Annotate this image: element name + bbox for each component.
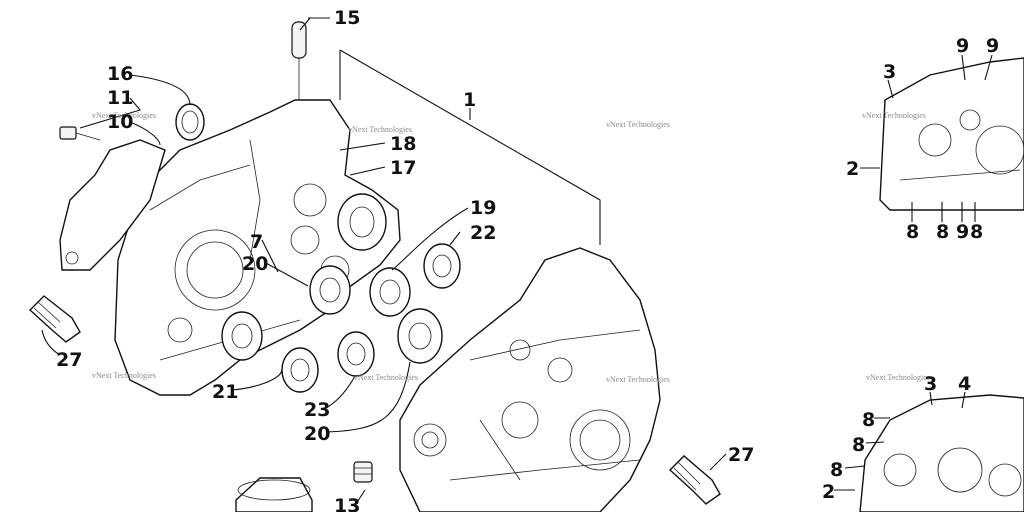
bearing-23 bbox=[281, 347, 319, 393]
callout-22: 22 bbox=[470, 222, 496, 244]
inset-bottom-right bbox=[859, 394, 1024, 512]
watermark: vNext Technologies bbox=[606, 375, 670, 384]
callout-18: 18 bbox=[390, 133, 416, 155]
callout-23: 23 bbox=[304, 399, 330, 421]
callout-3: 3 bbox=[883, 61, 896, 83]
callout-17: 17 bbox=[390, 157, 416, 179]
callout-15: 15 bbox=[334, 7, 360, 29]
callout-9: 9 bbox=[956, 35, 969, 57]
callout-8: 8 bbox=[936, 221, 949, 243]
bolt bbox=[59, 126, 101, 141]
left-crankcase-half bbox=[114, 99, 401, 396]
oil-seal bbox=[175, 103, 205, 141]
callout-8: 8 bbox=[830, 459, 843, 481]
watermark: vNext Technologies bbox=[92, 111, 156, 120]
bearing-20a bbox=[309, 265, 351, 315]
drain-plug-right bbox=[668, 455, 721, 505]
callout-27: 27 bbox=[56, 349, 82, 371]
watermark: vNext Technologies bbox=[606, 120, 670, 129]
callout-3: 3 bbox=[924, 373, 937, 395]
watermark: vNext Technologies bbox=[862, 111, 926, 120]
callout-20: 20 bbox=[304, 423, 330, 445]
dowel-pin bbox=[291, 21, 307, 100]
watermark: vNext Technologies bbox=[92, 371, 156, 380]
callout-8: 8 bbox=[906, 221, 919, 243]
bearing-22 bbox=[423, 243, 461, 289]
leader-lines bbox=[41, 17, 993, 508]
bearing-18 bbox=[337, 193, 387, 251]
right-crankcase-half bbox=[399, 247, 661, 512]
callout-21: 21 bbox=[212, 381, 238, 403]
callout-4: 4 bbox=[958, 373, 971, 395]
callout-9: 9 bbox=[956, 221, 969, 243]
callout-11: 11 bbox=[107, 87, 133, 109]
callout-8: 8 bbox=[970, 221, 983, 243]
callout-2: 2 bbox=[822, 481, 835, 503]
watermark: vNext Technologies bbox=[354, 373, 418, 382]
bearing-center bbox=[397, 308, 443, 364]
fitting bbox=[353, 461, 373, 483]
bearing-21 bbox=[221, 311, 263, 361]
callout-27: 27 bbox=[728, 444, 754, 466]
callout-20: 20 bbox=[242, 253, 268, 275]
callout-8: 8 bbox=[862, 409, 875, 431]
callout-1: 1 bbox=[463, 89, 476, 111]
callout-10: 10 bbox=[107, 111, 133, 133]
callout-9: 9 bbox=[986, 35, 999, 57]
callout-7: 7 bbox=[250, 231, 263, 253]
callout-16: 16 bbox=[107, 63, 133, 85]
bearing-20b bbox=[337, 331, 375, 377]
callout-13: 13 bbox=[334, 495, 360, 512]
callout-2: 2 bbox=[846, 158, 859, 180]
watermark: vNext Technologies bbox=[348, 125, 412, 134]
inset-top-right bbox=[879, 57, 1024, 211]
watermark: vNext Technologies bbox=[866, 373, 930, 382]
callout-8: 8 bbox=[852, 434, 865, 456]
cover-gasket bbox=[59, 139, 166, 271]
oil-filter bbox=[235, 477, 313, 512]
callout-19: 19 bbox=[470, 197, 496, 219]
drain-plug-left bbox=[28, 295, 81, 343]
bearing-19 bbox=[369, 267, 411, 317]
